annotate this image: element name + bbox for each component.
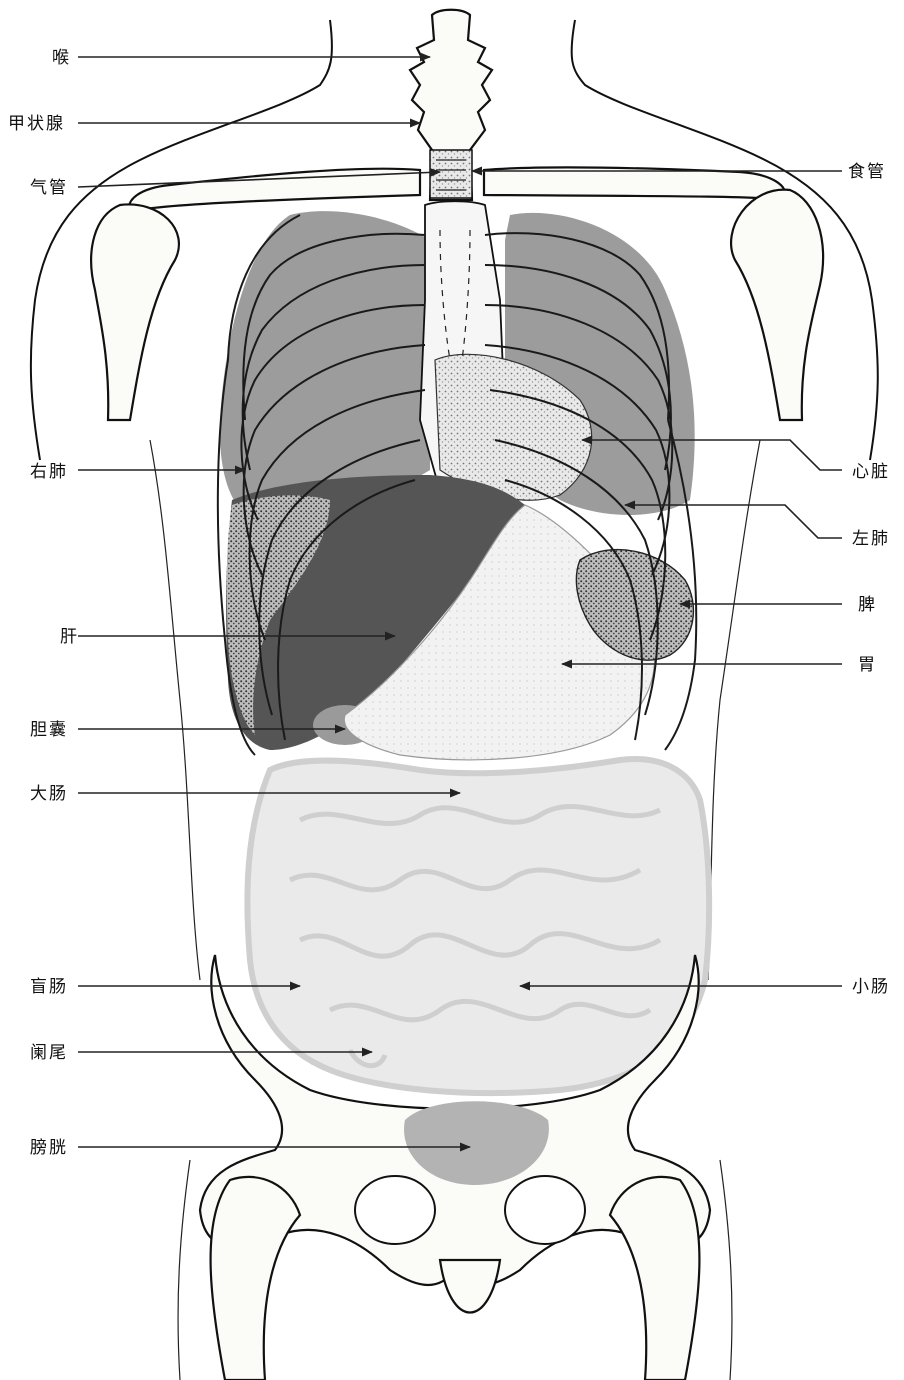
label-stomach-text: 胃: [858, 655, 877, 675]
label-gallbladder-text: 胆囊: [30, 720, 68, 740]
label-thyroid-text: 甲状腺: [8, 114, 65, 134]
label-larynx-text: 喉: [52, 48, 71, 68]
label-small-intestine-text: 小肠: [852, 977, 890, 997]
label-spleen-text: 脾: [858, 595, 877, 615]
label-spleen: 脾: [680, 595, 877, 615]
right-lung-shape: [220, 211, 430, 520]
label-large-intestine-text: 大肠: [30, 784, 68, 804]
label-cecum-text: 盲肠: [30, 977, 68, 997]
label-appendix-text: 阑尾: [30, 1043, 68, 1063]
intestines: [247, 759, 709, 1093]
label-bladder-text: 膀胱: [30, 1138, 68, 1158]
label-right-lung: 右肺: [30, 462, 245, 482]
large-intestine-shape: [247, 759, 709, 1093]
label-right-lung-text: 右肺: [30, 462, 68, 482]
label-larynx: 喉: [52, 48, 430, 68]
label-esophagus-text: 食管: [848, 162, 886, 182]
label-trachea-text: 气管: [30, 178, 68, 198]
label-left-lung-text: 左肺: [852, 529, 890, 549]
label-liver-text: 肝: [60, 627, 79, 647]
label-thyroid: 甲状腺: [8, 114, 420, 134]
label-heart-text: 心脏: [852, 462, 890, 482]
